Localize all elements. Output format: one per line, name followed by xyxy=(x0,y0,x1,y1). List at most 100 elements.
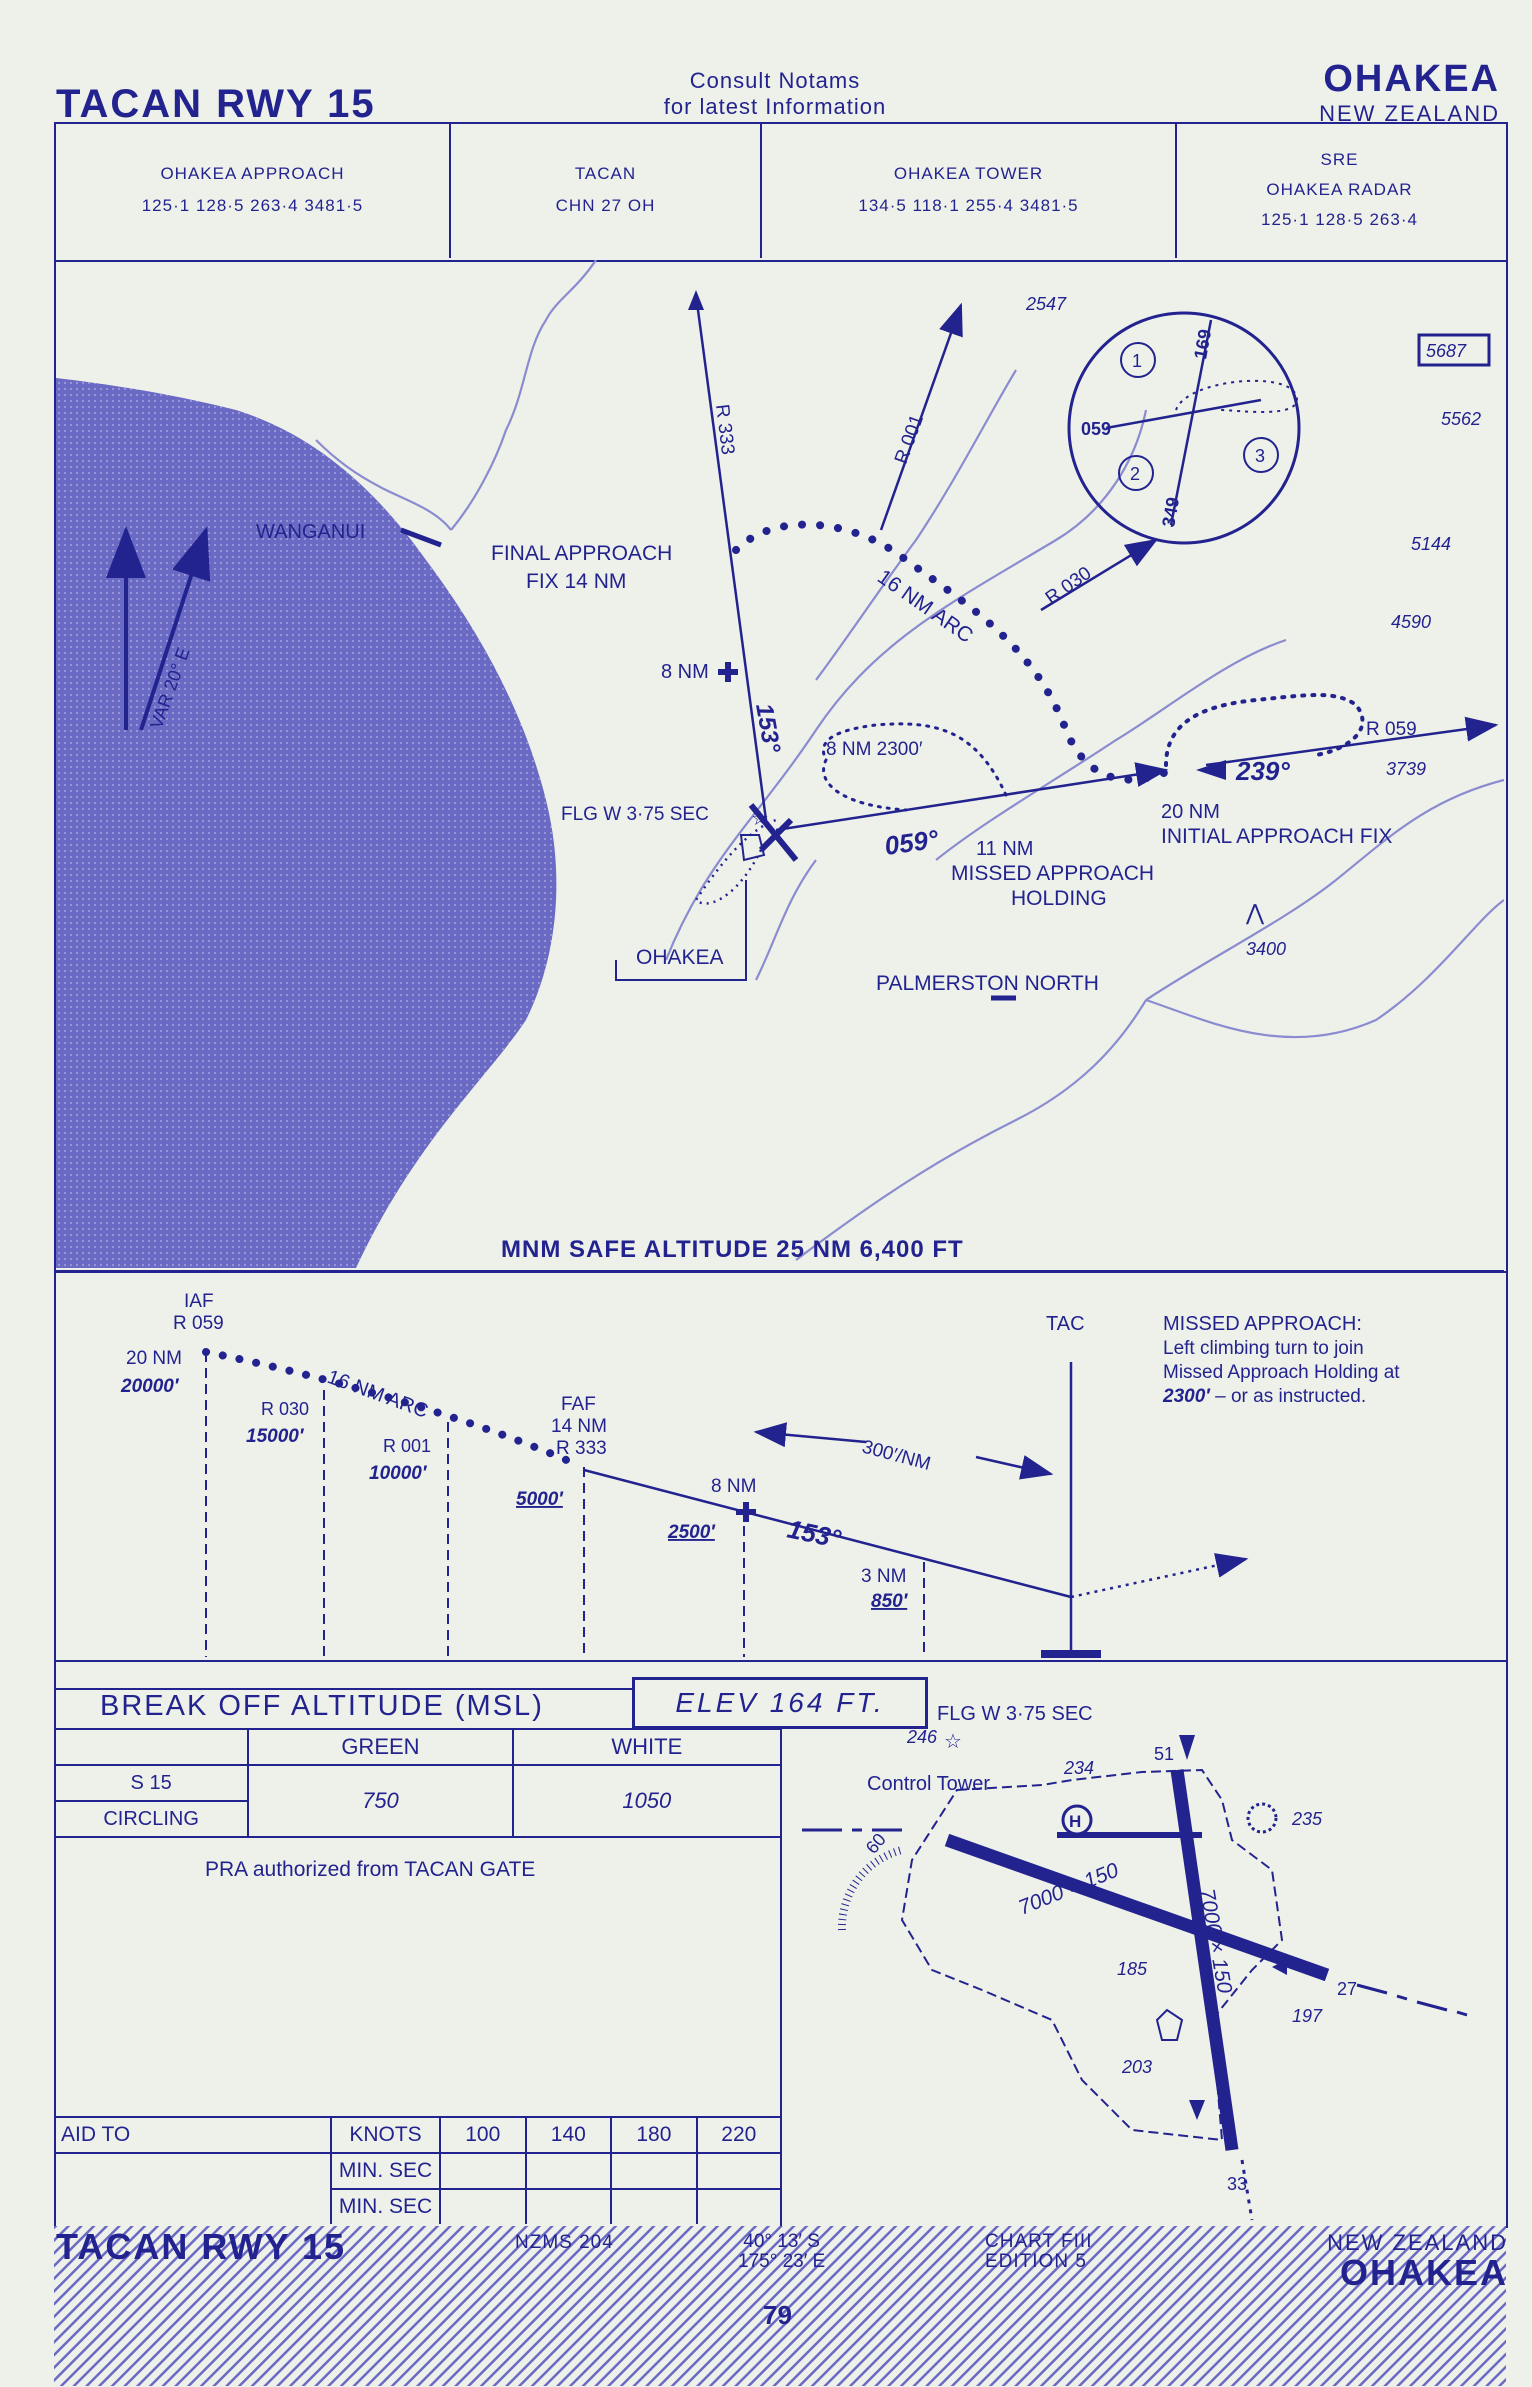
gradient-arrow-right xyxy=(975,1455,1054,1480)
min-sec-label-2: MIN. SEC xyxy=(330,2188,441,2224)
missed-holding-label-2: HOLDING xyxy=(1011,887,1107,910)
msa-label: MNM SAFE ALTITUDE 25 NM 6,400 FT xyxy=(501,1236,964,1263)
ad-246: 246 xyxy=(906,1727,938,1747)
ohakea-runways xyxy=(748,803,799,862)
profile-arc-label: 16 NM ARC xyxy=(324,1366,431,1423)
missed-holding-inbound xyxy=(822,758,908,812)
profile-course: 153° xyxy=(785,1514,844,1555)
profile-r001: R 001 xyxy=(383,1436,431,1456)
leg-059 xyxy=(775,762,1169,832)
profile-verticals xyxy=(205,1352,925,1657)
profile-faf-3: R 333 xyxy=(556,1438,607,1459)
elev-4590: 4590 xyxy=(1391,612,1431,632)
freq-tower-name: OHAKEA TOWER xyxy=(893,164,1044,183)
aid-to-label: AID TO xyxy=(55,2116,332,2154)
sea-area xyxy=(56,378,557,1268)
r059-label: R 059 xyxy=(1366,719,1417,740)
missed-alt: 2300′ xyxy=(1162,1386,1211,1407)
green-value: 750 xyxy=(247,1764,514,1838)
footer-airport-block: NEW ZEALAND OHAKEA xyxy=(1327,2230,1508,2294)
obstacle-icon: ⋀ xyxy=(1245,900,1265,925)
notams-line-2: for latest Information xyxy=(663,94,887,119)
profile-r030: R 030 xyxy=(261,1399,309,1419)
freq-tower: OHAKEA TOWER 134·5 118·1 255·4 3481·5 xyxy=(762,122,1177,258)
ad-beacon-235-icon xyxy=(1246,1802,1278,1834)
course-239-label: 239° xyxy=(1235,756,1290,786)
ad-33: 33 xyxy=(1227,2174,1247,2194)
min-sec-label-1: MIN. SEC xyxy=(330,2152,441,2190)
footer-band xyxy=(54,2226,1506,2386)
profile-alt-2500: 2500′ xyxy=(667,1522,716,1543)
footer-hatch xyxy=(54,2226,1506,2386)
profile-alt-15000: 15000′ xyxy=(246,1426,305,1447)
arc-16-label: 16 NM ARC xyxy=(873,565,977,647)
elev-5562: 5562 xyxy=(1441,409,1481,429)
ad-235: 235 xyxy=(1291,1809,1323,1829)
footer-coords: 40° 13′ S 175° 23′ E xyxy=(738,2232,825,2272)
wanganui-label: WANGANUI xyxy=(256,521,365,543)
inset-hold xyxy=(1175,379,1298,413)
inset-radial-169-349 xyxy=(1169,319,1213,526)
inset-sector-2 xyxy=(1118,455,1154,491)
pra-note: PRA authorized from TACAN GATE xyxy=(205,1858,536,1881)
missed-line-2: Missed Approach Holding at xyxy=(1163,1362,1400,1383)
freq-tacan-value: CHN 27 OH xyxy=(555,196,656,215)
r030-label: R 030 xyxy=(1042,563,1096,609)
r001-label: R 001 xyxy=(891,412,928,467)
profile-view: IAF R 059 20 NM 20000′ 16 NM ARC R 030 1… xyxy=(120,1291,1400,1658)
ad-building-203 xyxy=(1155,2008,1184,2041)
course-059-label: 059° xyxy=(883,824,941,861)
profile-faf-2: 14 NM xyxy=(551,1416,607,1437)
profile-tac-ground xyxy=(1041,1650,1101,1658)
row-circling: CIRCLING xyxy=(55,1800,250,1838)
airport-header: OHAKEA NEW ZEALAND xyxy=(1319,58,1500,127)
inset-169: 169 xyxy=(1190,328,1215,361)
freq-radar-name-2: OHAKEA RADAR xyxy=(1266,180,1413,199)
rivers xyxy=(315,260,1504,1261)
inset-sector-3 xyxy=(1243,437,1279,473)
footer-title: TACAN RWY 15 xyxy=(56,2226,347,2267)
country-name: NEW ZEALAND xyxy=(1319,101,1500,126)
freq-approach-name: OHAKEA APPROACH xyxy=(160,164,345,183)
profile-missed-path xyxy=(1070,1553,1249,1599)
speed-100: 100 xyxy=(439,2116,527,2154)
holding-inset-circle xyxy=(1067,311,1301,545)
dme-arc-16nm xyxy=(732,520,1175,784)
minimums-table: GREEN WHITE S 15 750 1050 CIRCLING xyxy=(55,1728,780,1838)
r333-radial xyxy=(694,294,768,821)
ad-tower-label: Control Tower xyxy=(867,1773,990,1795)
footer-lon: 175° 23′ E xyxy=(738,2251,826,2272)
nm11-label: 11 NM xyxy=(976,838,1033,860)
minimums-top-rule xyxy=(56,1688,782,1690)
magnetic-north-arrow xyxy=(139,526,211,731)
white-value: 1050 xyxy=(511,1764,780,1838)
missed-line-3-rest: – or as instructed. xyxy=(1210,1386,1366,1407)
inset-349: 349 xyxy=(1158,496,1183,529)
r333-label: R 333 xyxy=(711,403,738,456)
iaf-inbound-arrowhead xyxy=(1196,760,1226,780)
aerodrome-diagram: FLG W 3·75 SEC 246 ☆ Control Tower 234 5… xyxy=(802,1703,1468,2221)
speed-180: 180 xyxy=(610,2116,698,2154)
nm8-fix xyxy=(718,662,738,682)
footer-lat: 40° 13′ S xyxy=(743,2231,820,2252)
elev-5687: 5687 xyxy=(1426,341,1467,361)
freq-radar-value: 125·1 128·5 263·4 xyxy=(1261,210,1418,229)
row-s15: S 15 xyxy=(55,1764,250,1802)
col-green: GREEN xyxy=(247,1728,514,1766)
elev-3400: 3400 xyxy=(1246,939,1286,959)
ad-185: 185 xyxy=(1117,1959,1148,1979)
missed-holding-label-1: MISSED APPROACH xyxy=(951,862,1154,885)
ad-approach-light-right xyxy=(1356,1983,1468,2017)
missed-approach-track xyxy=(694,818,777,905)
plan-view-map: VAR 20° E WANGANUI R 333 FINAL APPROACH … xyxy=(56,260,1504,1268)
helipad-h: H xyxy=(1069,1812,1081,1831)
nm20-label: 20 NM xyxy=(1161,801,1220,823)
freq-tacan: TACAN CHN 27 OH xyxy=(451,122,762,258)
iaf-label: INITIAL APPROACH FIX xyxy=(1161,825,1392,848)
ohakea-label: OHAKEA xyxy=(636,946,724,969)
freq-approach-value: 125·1 128·5 263·4 3481·5 xyxy=(141,196,364,215)
freq-tacan-name: TACAN xyxy=(574,164,637,183)
inset-059: 059 xyxy=(1081,419,1111,439)
ad-234: 234 xyxy=(1063,1758,1094,1778)
